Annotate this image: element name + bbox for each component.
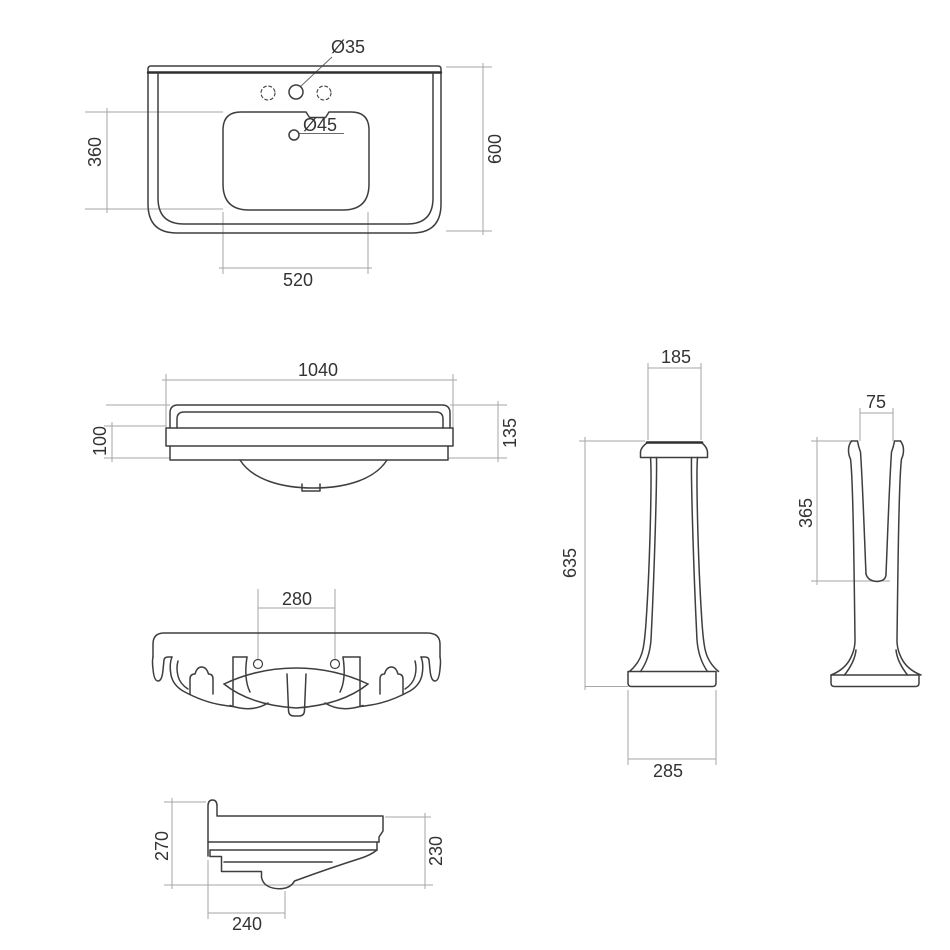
dim-label-apron-height: 100 [90, 425, 110, 457]
dim-label-pedestal-top-width: 185 [660, 347, 692, 367]
pedestal-side-drawing [830, 440, 922, 688]
dim-label-pedestal-side-top-width: 75 [865, 392, 887, 412]
dim-label-bowl-projection: 240 [231, 914, 263, 934]
dim-label-faucet-hole-diameter: Ø35 [330, 37, 366, 57]
front-view-drawing [165, 404, 454, 492]
dim-label-bowl-width: 520 [282, 270, 314, 290]
dim-label-bowl-depth: 360 [85, 136, 105, 168]
dim-label-overflow-hole-diameter: Ø45 [302, 115, 338, 135]
side-view-drawing [207, 799, 384, 890]
dim-label-back-height: 270 [152, 830, 172, 862]
dim-label-pedestal-base-width: 285 [652, 761, 684, 781]
dim-label-overall-width: 1040 [297, 360, 339, 380]
dim-label-fixing-hole-centres: 280 [281, 589, 313, 609]
dim-label-pedestal-height: 635 [560, 547, 580, 579]
dim-label-pedestal-recess-depth: 365 [796, 497, 816, 529]
dim-label-front-height: 230 [426, 835, 446, 867]
pedestal-front-drawing [627, 441, 720, 688]
dim-label-overall-depth: 600 [485, 133, 505, 165]
plan-view-drawing [146, 65, 443, 234]
underside-view-drawing [151, 632, 442, 717]
dim-label-rim-height: 135 [500, 417, 520, 449]
dimension-lines [85, 56, 894, 919]
